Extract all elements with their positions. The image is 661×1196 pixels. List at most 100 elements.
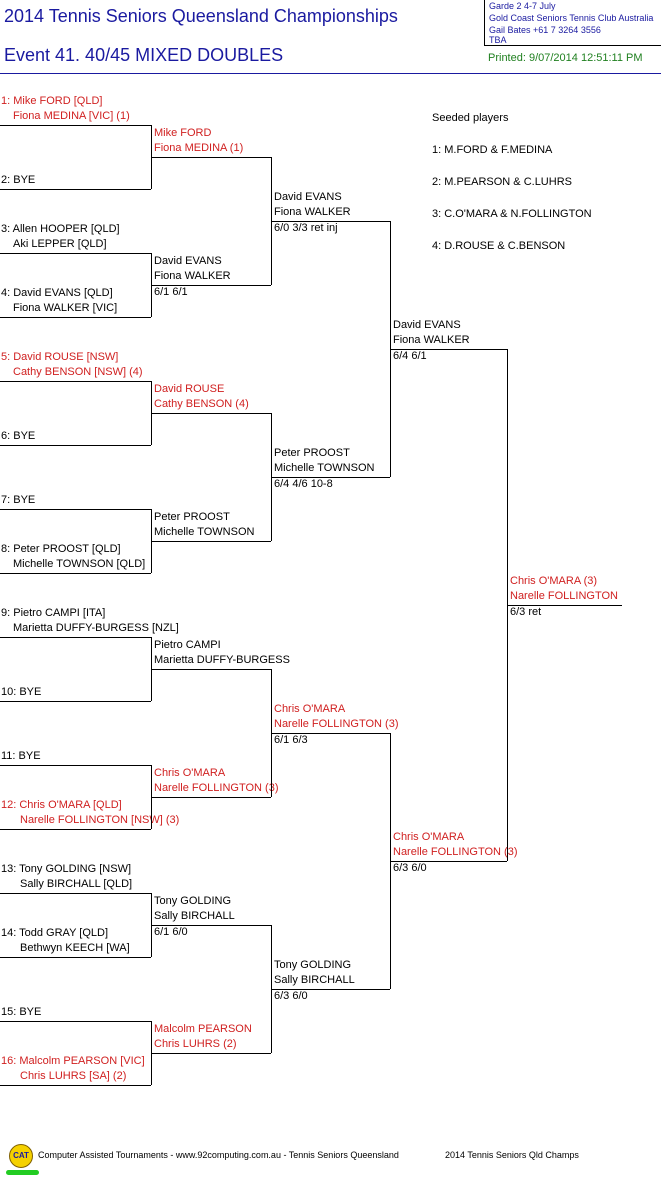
round2-connector xyxy=(271,157,272,285)
round4-entry-line2: Narelle FOLLINGTON (3) xyxy=(393,846,518,858)
round2-line xyxy=(152,157,271,158)
header-divider xyxy=(0,73,661,74)
draw-entry-player1: 2: BYE xyxy=(1,174,36,186)
draw-entry-player1: 16: Malcolm PEARSON [VIC] xyxy=(1,1055,145,1067)
round2-line xyxy=(152,797,271,798)
round2-entry-line2: Narelle FOLLINGTON (3) xyxy=(154,782,279,794)
round2-entry-line1: Mike FORD xyxy=(154,127,212,139)
draw-entry-player1: 9: Pietro CAMPI [ITA] xyxy=(1,607,106,619)
draw-line xyxy=(0,125,151,126)
draw-line xyxy=(0,829,151,830)
round2-entry-score: 6/1 6/0 xyxy=(154,926,188,938)
draw-line xyxy=(0,1021,151,1022)
tournament-info-box: Garde 2 4-7 July Gold Coast Seniors Tenn… xyxy=(484,0,661,46)
round4-entry-line2: Fiona WALKER xyxy=(393,334,470,346)
draw-entry-player1: 12: Chris O'MARA [QLD] xyxy=(1,799,122,811)
draw-line xyxy=(0,509,151,510)
round3-entry-score: 6/0 3/3 ret inj xyxy=(274,222,338,234)
winner-line xyxy=(508,605,622,606)
round3-entry-line1: Peter PROOST xyxy=(274,447,350,459)
round2-entry-line2: Fiona WALKER xyxy=(154,270,231,282)
draw-line xyxy=(0,701,151,702)
draw-line xyxy=(0,637,151,638)
round2-entry-line2: Fiona MEDINA (1) xyxy=(154,142,244,154)
round3-entry-line1: Chris O'MARA xyxy=(274,703,346,715)
draw-line xyxy=(0,957,151,958)
round2-line xyxy=(152,541,271,542)
seeded-item: 4: D.ROUSE & C.BENSON xyxy=(432,240,566,252)
round3-entry-line2: Fiona WALKER xyxy=(274,206,351,218)
draw-connector xyxy=(151,125,152,189)
round3-entry-line1: Tony GOLDING xyxy=(274,959,352,971)
draw-entry-player2: Aki LEPPER [QLD] xyxy=(13,238,107,250)
draw-connector xyxy=(151,637,152,701)
draw-entry-player1: 5: David ROUSE [NSW] xyxy=(1,351,119,363)
seeded-heading: Seeded players xyxy=(432,112,509,124)
footer-event: 2014 Tennis Seniors Qld Champs xyxy=(445,1150,579,1160)
round3-line xyxy=(272,221,390,222)
info-line: TBA xyxy=(489,35,507,45)
round2-entry-line2: Cathy BENSON (4) xyxy=(154,398,249,410)
round2-entry-line1: Chris O'MARA xyxy=(154,767,226,779)
draw-connector xyxy=(151,893,152,957)
round4-line xyxy=(391,349,507,350)
round2-connector xyxy=(271,925,272,1053)
round4-line xyxy=(391,861,507,862)
draw-connector xyxy=(151,1021,152,1085)
round3-entry-line2: Michelle TOWNSON xyxy=(274,462,375,474)
draw-entry-player2: Michelle TOWNSON [QLD] xyxy=(13,558,146,570)
round2-line xyxy=(152,925,271,926)
round2-line xyxy=(152,669,271,670)
round2-entry-line2: Chris LUHRS (2) xyxy=(154,1038,237,1050)
draw-connector xyxy=(151,765,152,829)
round2-entry-score: 6/1 6/1 xyxy=(154,286,188,298)
round2-entry-line1: David EVANS xyxy=(154,255,222,267)
round3-line xyxy=(272,477,390,478)
round2-line xyxy=(152,413,271,414)
winner-entry-line1: Chris O'MARA (3) xyxy=(510,575,598,587)
round3-entry-score: 6/3 6/0 xyxy=(274,990,308,1002)
round2-entry-line1: Pietro CAMPI xyxy=(154,639,221,651)
round2-line xyxy=(152,1053,271,1054)
draw-entry-player2: Fiona MEDINA [VIC] (1) xyxy=(13,110,130,122)
draw-entry-player2: Sally BIRCHALL [QLD] xyxy=(20,878,133,890)
printed-timestamp: Printed: 9/07/2014 12:51:11 PM xyxy=(488,52,643,64)
round4-entry-score: 6/3 6/0 xyxy=(393,862,427,874)
seeded-item: 1: M.FORD & F.MEDINA xyxy=(432,144,553,156)
draw-entry-player2: Cathy BENSON [NSW] (4) xyxy=(13,366,143,378)
draw-line xyxy=(0,445,151,446)
event-title: Event 41. 40/45 MIXED DOUBLES xyxy=(4,45,284,65)
round3-entry-line2: Narelle FOLLINGTON (3) xyxy=(274,718,399,730)
round3-entry-score: 6/4 4/6 10-8 xyxy=(274,478,333,490)
draw-entry-player1: 1: Mike FORD [QLD] xyxy=(1,95,103,107)
draw-entry-player1: 3: Allen HOOPER [QLD] xyxy=(1,223,120,235)
round4-entry-line1: David EVANS xyxy=(393,319,461,331)
draw-line xyxy=(0,381,151,382)
draw-line xyxy=(0,189,151,190)
seeded-item: 2: M.PEARSON & C.LUHRS xyxy=(432,176,572,188)
round3-entry-line2: Sally BIRCHALL xyxy=(274,974,355,986)
draw-connector xyxy=(151,509,152,573)
draw-entry-player1: 11: BYE xyxy=(1,750,41,762)
round3-entry-score: 6/1 6/3 xyxy=(274,734,308,746)
round3-line xyxy=(272,989,390,990)
draw-entry-player1: 13: Tony GOLDING [NSW] xyxy=(1,863,132,875)
round2-entry-line2: Marietta DUFFY-BURGESS xyxy=(154,654,290,666)
draw-entry-player2: Chris LUHRS [SA] (2) xyxy=(20,1070,127,1082)
round4-entry-score: 6/4 6/1 xyxy=(393,350,427,362)
round2-line xyxy=(152,285,271,286)
draw-connector xyxy=(151,381,152,445)
draw-entry-player1: 6: BYE xyxy=(1,430,36,442)
info-line: Garde 2 4-7 July xyxy=(489,1,556,11)
draw-entry-player2: Marietta DUFFY-BURGESS [NZL] xyxy=(13,622,179,634)
draw-line xyxy=(0,253,151,254)
round3-line xyxy=(272,733,390,734)
draw-line xyxy=(0,893,151,894)
round2-entry-line1: Peter PROOST xyxy=(154,511,230,523)
winner-entry-score: 6/3 ret xyxy=(510,606,542,618)
draw-entry-player1: 14: Todd GRAY [QLD] xyxy=(1,927,109,939)
info-line: Gold Coast Seniors Tennis Club Australia xyxy=(489,13,654,23)
round2-entry-line2: Michelle TOWNSON xyxy=(154,526,255,538)
draw-entry-player1: 10: BYE xyxy=(1,686,42,698)
round3-entry-line1: David EVANS xyxy=(274,191,342,203)
